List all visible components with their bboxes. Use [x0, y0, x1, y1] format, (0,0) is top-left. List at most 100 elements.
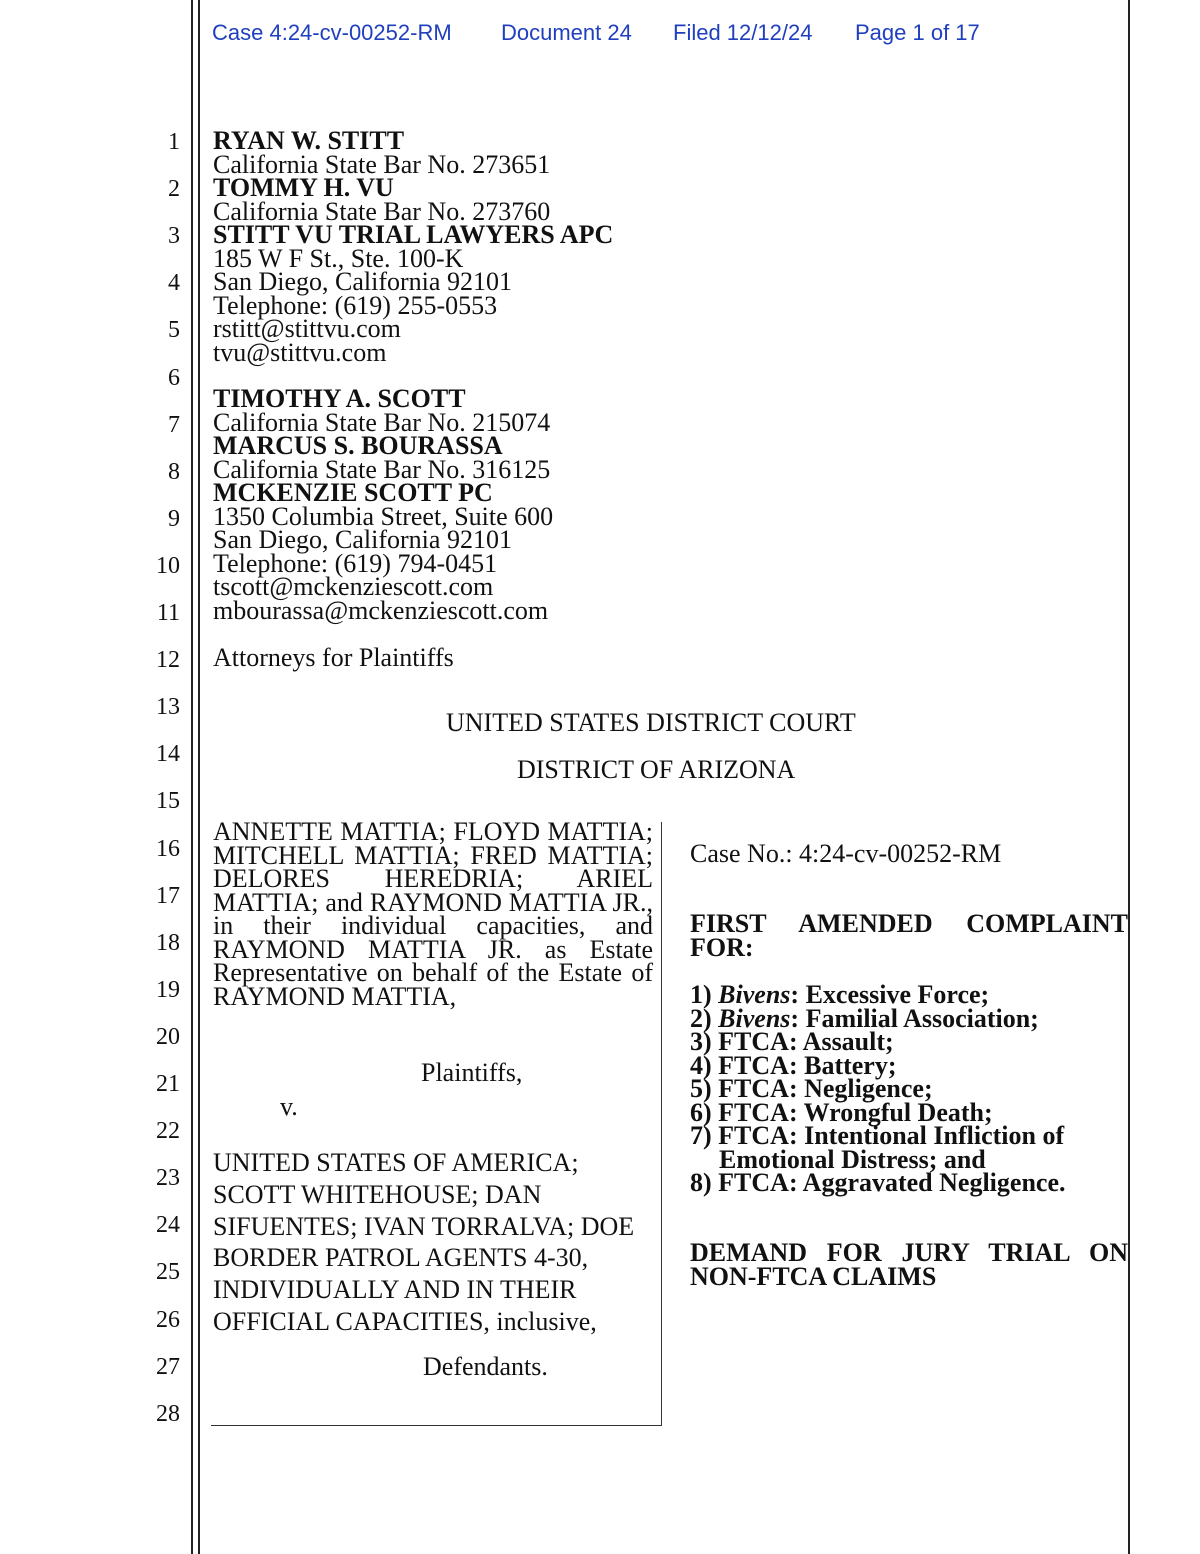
line-number: 20 — [156, 1023, 180, 1050]
telephone: Telephone: (619) 794-0451 — [213, 549, 498, 578]
line-number: 18 — [156, 929, 180, 956]
email: mbourassa@mckenziescott.com — [213, 596, 549, 625]
claim-item: 8) FTCA: Aggravated Negligence. — [690, 1168, 1128, 1197]
defendants-label: Defendants. — [423, 1352, 548, 1381]
claim-number: 5) — [690, 1074, 719, 1103]
claim-text: FTCA: Negligence; — [718, 1074, 933, 1103]
claims-list: 1) Bivens: Excessive Force;2) Bivens: Fa… — [690, 980, 1128, 1197]
case-number: Case No.: 4:24-cv-00252-RM — [690, 839, 1002, 868]
line-number: 13 — [156, 694, 180, 721]
line-number: 10 — [156, 552, 180, 579]
line-number: 6 — [168, 364, 180, 391]
line-number: 14 — [156, 741, 180, 768]
claim-italic-term: Bivens — [718, 1003, 791, 1033]
versus: v. — [280, 1092, 298, 1121]
claim-text: FTCA: Intentional Infliction of — [718, 1121, 1065, 1150]
court-name: UNITED STATES DISTRICT COURT — [446, 708, 856, 737]
address-line: 1350 Columbia Street, Suite 600 — [213, 502, 554, 531]
line-number: 17 — [156, 882, 180, 909]
line-number: 8 — [168, 458, 180, 485]
line-number: 5 — [168, 317, 180, 344]
claim-item: 3) FTCA: Assault; — [690, 1027, 1128, 1056]
claim-text: FTCA: Aggravated Negligence. — [718, 1168, 1066, 1197]
claim-item: 4) FTCA: Battery; — [690, 1050, 1128, 1080]
district-name: DISTRICT OF ARIZONA — [517, 755, 796, 784]
line-number: 11 — [156, 600, 180, 626]
claim-number: 7) — [690, 1121, 719, 1150]
address-line: 185 W F St., Ste. 100-K — [213, 244, 464, 273]
line-number: 15 — [156, 788, 180, 815]
claim-number: 8) — [690, 1168, 719, 1197]
line-number: 3 — [168, 223, 180, 250]
left-margin-rule-inner — [198, 0, 200, 1554]
right-margin-rule — [1128, 0, 1130, 1554]
claim-item: 6) FTCA: Wrongful Death; — [690, 1097, 1128, 1127]
header-document-number: Document 24 — [501, 20, 632, 45]
address-line: San Diego, California 92101 — [213, 525, 512, 554]
line-number: 4 — [168, 270, 180, 297]
bar-number: California State Bar No. 316125 — [213, 455, 551, 484]
bar-number: California State Bar No. 273760 — [213, 197, 551, 226]
line-number: 25 — [156, 1259, 180, 1286]
header-case-number: Case 4:24-cv-00252-RM — [212, 20, 452, 45]
law-firm-name: MCKENZIE SCOTT PC — [213, 478, 493, 507]
claim-text: FTCA: Battery; — [718, 1050, 897, 1080]
telephone: Telephone: (619) 255-0553 — [213, 291, 498, 320]
claim-italic-term: Bivens — [718, 980, 791, 1009]
line-number: 28 — [156, 1400, 180, 1427]
left-margin-rule-outer — [191, 0, 193, 1554]
complaint-title-line: FOR: — [690, 932, 754, 962]
header-filed-date: Filed 12/12/24 — [673, 20, 813, 45]
complaint-title-line: FIRST AMENDED COMPLAINT — [690, 909, 1128, 938]
line-number: 9 — [168, 505, 180, 532]
claim-item: 1) Bivens: Excessive Force; — [690, 980, 1128, 1009]
header-page-count: Page 1 of 17 — [855, 20, 980, 45]
claim-text: : Familial Association; — [790, 1003, 1039, 1033]
claim-item: 5) FTCA: Negligence; — [690, 1074, 1128, 1103]
line-number: 21 — [156, 1071, 180, 1097]
claim-text: Emotional Distress; and — [719, 1144, 986, 1174]
complaint-title: FIRST AMENDED COMPLAINT FOR: — [690, 909, 1128, 962]
line-number: 26 — [156, 1306, 180, 1333]
claim-item: Emotional Distress; and — [690, 1144, 1128, 1174]
attorney-name: MARCUS S. BOURASSA — [213, 431, 503, 460]
bar-number: California State Bar No. 273651 — [213, 150, 551, 179]
line-number: 27 — [156, 1353, 180, 1380]
line-number: 16 — [156, 835, 180, 862]
line-number: 23 — [156, 1165, 180, 1192]
jury-demand: DEMAND FOR JURY TRIAL ON NON-FTCA CLAIMS — [690, 1238, 1128, 1291]
claim-item: 2) Bivens: Familial Association; — [690, 1003, 1128, 1033]
caption-box — [211, 822, 662, 1426]
claim-number: 1) — [690, 980, 719, 1009]
line-number: 1 — [168, 129, 180, 155]
plaintiffs-names: ANNETTE MATTIA; FLOYD MATTIA; MITCHELL M… — [213, 817, 653, 1011]
line-number: 19 — [156, 976, 180, 1003]
attorneys-for-plaintiffs: Attorneys for Plaintiffs — [213, 643, 454, 672]
attorney-name: TOMMY H. VU — [213, 173, 394, 202]
line-number: 2 — [168, 176, 180, 203]
attorney-name: TIMOTHY A. SCOTT — [213, 384, 466, 413]
claim-number: 3) — [690, 1027, 719, 1056]
line-number: 7 — [168, 411, 180, 438]
claim-number: 4) — [690, 1050, 719, 1080]
claim-text: : Excessive Force; — [790, 980, 990, 1009]
line-number: 24 — [156, 1212, 180, 1239]
claim-item: 7) FTCA: Intentional Infliction of — [690, 1121, 1128, 1150]
defendants-names: UNITED STATES OF AMERICA; SCOTT WHITEHOU… — [213, 1148, 635, 1336]
claim-number: 6) — [690, 1097, 719, 1127]
attorney-name: RYAN W. STITT — [213, 126, 405, 155]
line-number: 22 — [156, 1118, 180, 1145]
plaintiffs-label: Plaintiffs, — [421, 1058, 523, 1087]
address-line: San Diego, California 92101 — [213, 267, 512, 296]
line-number: 12 — [156, 647, 180, 674]
claim-text: FTCA: Wrongful Death; — [718, 1097, 993, 1127]
claim-text: FTCA: Assault; — [718, 1027, 894, 1056]
email: tvu@stittvu.com — [213, 338, 387, 367]
law-firm-name: STITT VU TRIAL LAWYERS APC — [213, 220, 614, 249]
jury-demand-line: DEMAND FOR JURY TRIAL ON — [690, 1238, 1128, 1267]
email: rstitt@stittvu.com — [213, 314, 401, 343]
bar-number: California State Bar No. 215074 — [213, 408, 551, 437]
jury-demand-line: NON-FTCA CLAIMS — [690, 1261, 937, 1291]
claim-number: 2) — [690, 1003, 719, 1033]
email: tscott@mckenziescott.com — [213, 572, 494, 601]
